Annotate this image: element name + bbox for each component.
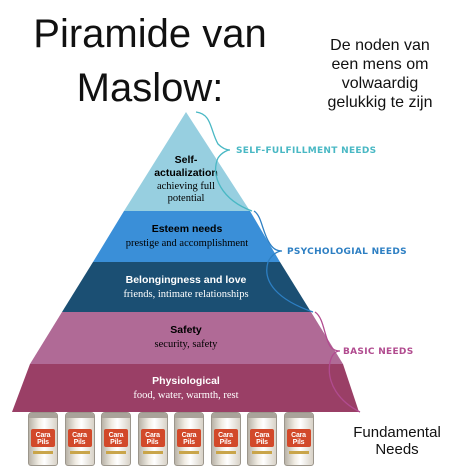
beer-cans-row: Cara Pils Cara Pils Cara Pils Cara Pils Cara… <box>28 408 318 468</box>
beer-can: Cara Pils <box>210 412 241 466</box>
can-stripe <box>142 451 163 454</box>
can-label-band: Cara Pils <box>213 429 238 447</box>
can-label-band: Cara Pils <box>67 429 92 447</box>
beer-can: Cara Pils <box>101 412 131 466</box>
tier-self-actualization-title-2: actualization <box>154 167 218 179</box>
fundamental-needs-caption: Fundamental Needs <box>322 424 472 459</box>
tier-physiological-sub: food, water, warmth, rest <box>133 390 238 401</box>
beer-can: Cara Pils <box>64 412 95 466</box>
tier-belongingness-shape <box>62 262 311 312</box>
can-stripe <box>69 451 90 454</box>
can-logo: Cara Pils <box>72 432 87 446</box>
can-label-band: Cara Pils <box>177 429 201 447</box>
caption-line-4: gelukkig te zijn <box>327 94 433 111</box>
label-psychological-needs: PSYCHOLOGIAL NEEDS <box>287 247 407 257</box>
can-stripe <box>179 451 199 454</box>
beer-can: Cara Pils <box>28 412 58 466</box>
can-top <box>102 413 130 418</box>
can-logo: Cara Pils <box>254 432 270 446</box>
can-top <box>29 413 57 418</box>
can-stripe <box>215 451 236 454</box>
can-stripe <box>33 451 53 454</box>
bracket-basic <box>314 311 361 413</box>
beer-can: Cara Pils <box>283 412 314 466</box>
footer-line-1: Fundamental <box>353 424 441 441</box>
tier-physiological-title: Physiological <box>152 375 220 387</box>
beer-can: Cara Pils <box>137 412 168 466</box>
tier-self-actualization-sub-2: potential <box>168 193 205 204</box>
can-top <box>175 413 203 418</box>
tier-safety-title: Safety <box>170 324 202 336</box>
tier-safety-sub: security, safety <box>155 339 219 350</box>
tier-self-actualization-title-1: Self- <box>175 154 198 166</box>
tier-self-actualization-shape <box>124 112 250 211</box>
tier-self-actualization-sub-1: achieving full <box>157 181 215 192</box>
can-top <box>284 413 313 418</box>
can-top <box>248 413 276 418</box>
caption-line-3: volwaardig <box>341 75 419 92</box>
can-label-band: Cara Pils <box>286 429 311 447</box>
can-logo: Cara Pils <box>181 432 197 446</box>
can-label-band: Cara Pils <box>104 429 128 447</box>
tier-esteem-shape <box>93 211 280 262</box>
can-stripe <box>288 451 309 454</box>
can-label-band: Cara Pils <box>31 429 55 447</box>
beer-can: Cara Pils <box>247 412 277 466</box>
can-top <box>138 413 167 418</box>
caption-line-2: een mens om <box>331 56 429 73</box>
page-title-line-1: Piramide van <box>33 12 267 56</box>
caption-line-1: De noden van <box>330 37 430 54</box>
bracket-self-fulfillment <box>195 111 253 212</box>
can-label-band: Cara Pils <box>250 429 274 447</box>
can-logo: Cara Pils <box>218 432 233 446</box>
label-self-fulfillment-needs: SELF-FULFILLMENT NEEDS <box>236 146 376 156</box>
bracket-psychological <box>253 210 314 313</box>
can-stripe <box>252 451 272 454</box>
tier-esteem-title: Esteem needs <box>152 223 223 235</box>
can-top <box>211 413 240 418</box>
can-top <box>65 413 94 418</box>
beer-can: Cara Pils <box>174 412 204 466</box>
can-stripe <box>106 451 126 454</box>
tier-belongingness-title: Belongingness and love <box>126 274 247 286</box>
can-logo: Cara Pils <box>291 432 306 446</box>
can-logo: Cara Pils <box>108 432 124 446</box>
tier-safety-shape <box>30 312 343 364</box>
footer-line-2: Needs <box>375 441 419 459</box>
tier-esteem-sub: prestige and accomplishment <box>126 238 249 249</box>
tier-belongingness-sub: friends, intimate relationships <box>123 289 248 300</box>
can-label-band: Cara Pils <box>140 429 165 447</box>
can-logo: Cara Pils <box>35 432 51 446</box>
page-title-line-2: Maslow: <box>76 66 224 110</box>
tier-physiological-shape <box>12 364 359 412</box>
can-logo: Cara Pils <box>145 432 160 446</box>
label-basic-needs: BASIC NEEDS <box>343 347 413 357</box>
